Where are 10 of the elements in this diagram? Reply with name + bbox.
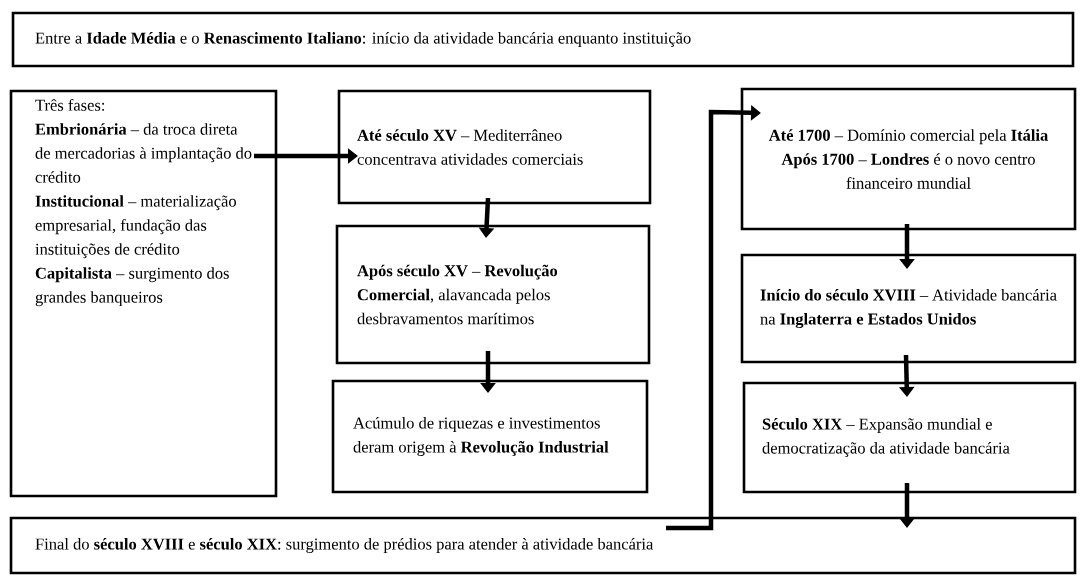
text-box: Três fases: Embrionária – da troca direta de mercadorias à implantação do crédito Institucional – materialização empresarial, fundação das instituições de crédito Capitalista – surgimento dos grandes banqueiros [9,89,278,498]
text-box: Até século XV – Mediterrâneo concentrava atividades comerciais [337,89,652,205]
text-box: Final do século XVIII e século XIX: surgimento de prédios para atender à atividade bancária [9,516,1077,575]
text-box: Entre a Idade Média e o Renascimento Italiano: início da atividade bancária enquanto instituição [11,11,1075,68]
text-box: Acúmulo de riquezas e investimentos deram origem à Revolução Industrial [331,379,649,494]
text-box: Após século XV – Revolução Comercial, alavancada pelos desbravamentos marítimos [335,224,651,365]
text-box: Século XIX – Expansão mundial e democratização da atividade bancária [742,381,1077,494]
arrow [666,104,761,531]
text-box: Início do século XVIII – Atividade bancária na Inglaterra e Estados Unidos [740,253,1077,364]
text-box: Até 1700 – Domínio comercial pela Itália Após 1700 – Londres é o novo centro financeiro mundial [740,87,1077,231]
